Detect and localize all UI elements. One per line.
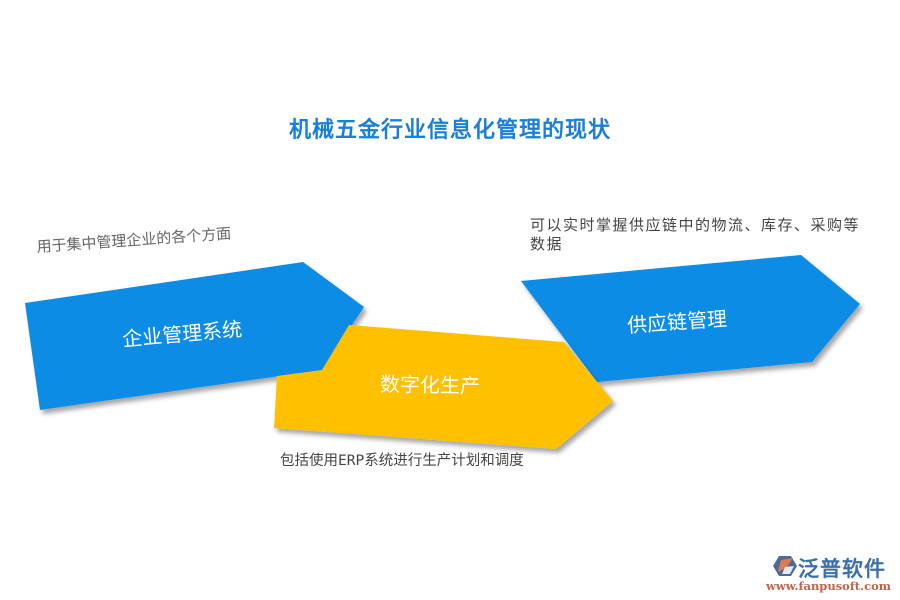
logo-url: www.fanpusoft.com <box>766 579 891 593</box>
logo-brand-name: 泛普软件 <box>798 557 886 581</box>
brand-logo: 泛普软件 www.fanpusoft.com <box>766 553 896 597</box>
step-description-supply-chain: 可以实时掌握供应链中的物流、库存、采购等数据 <box>530 216 861 253</box>
fanpu-logo-icon <box>773 556 797 576</box>
arrow-shape-supply-chain <box>521 255 860 382</box>
step-description-digital-production: 包括使用ERP系统进行生产计划和调度 <box>280 453 524 469</box>
step-label-digital-production: 数字化生产 <box>379 372 481 398</box>
arrow-shape-enterprise-management <box>25 262 364 410</box>
arrow-shape-digital-production <box>274 325 613 449</box>
page-title: 机械五金行业信息化管理的现状 <box>288 117 611 143</box>
